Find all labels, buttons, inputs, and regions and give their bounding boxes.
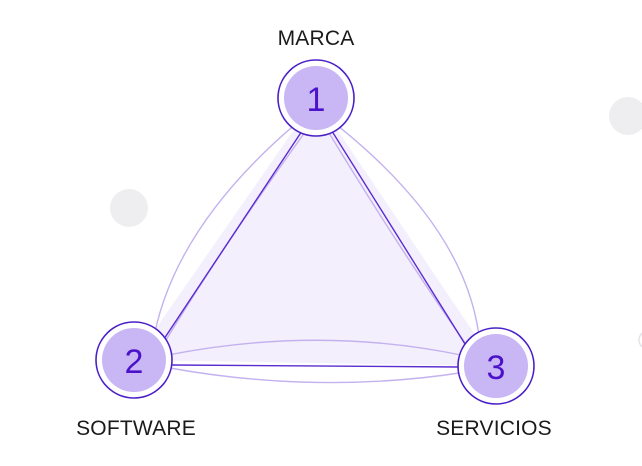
node-3[interactable]: 3 [457, 327, 535, 405]
triangle-area [134, 98, 496, 366]
edge-curve-2-3-upper [167, 339, 467, 357]
node-2-number: 2 [125, 343, 144, 381]
node-1-label: MARCA [277, 27, 355, 50]
edge-2-3 [171, 364, 461, 368]
node-1[interactable]: 1 [277, 59, 355, 137]
decorative-dot [609, 97, 642, 135]
decorative-ring [638, 332, 642, 348]
decorative-dot [110, 189, 148, 227]
node-1-number: 1 [307, 81, 326, 119]
node-2[interactable]: 2 [95, 321, 173, 399]
node-3-number: 3 [487, 349, 506, 387]
edge-curve-1-3 [332, 121, 481, 346]
node-2-label: SOFTWARE [76, 417, 196, 440]
edge-curve-1-2 [151, 121, 299, 349]
edge-1-2 [159, 127, 305, 346]
node-3-label: SERVICIOS [436, 417, 552, 440]
edge-curve-2-3-lower [169, 367, 467, 384]
edge-1-3 [329, 127, 471, 353]
